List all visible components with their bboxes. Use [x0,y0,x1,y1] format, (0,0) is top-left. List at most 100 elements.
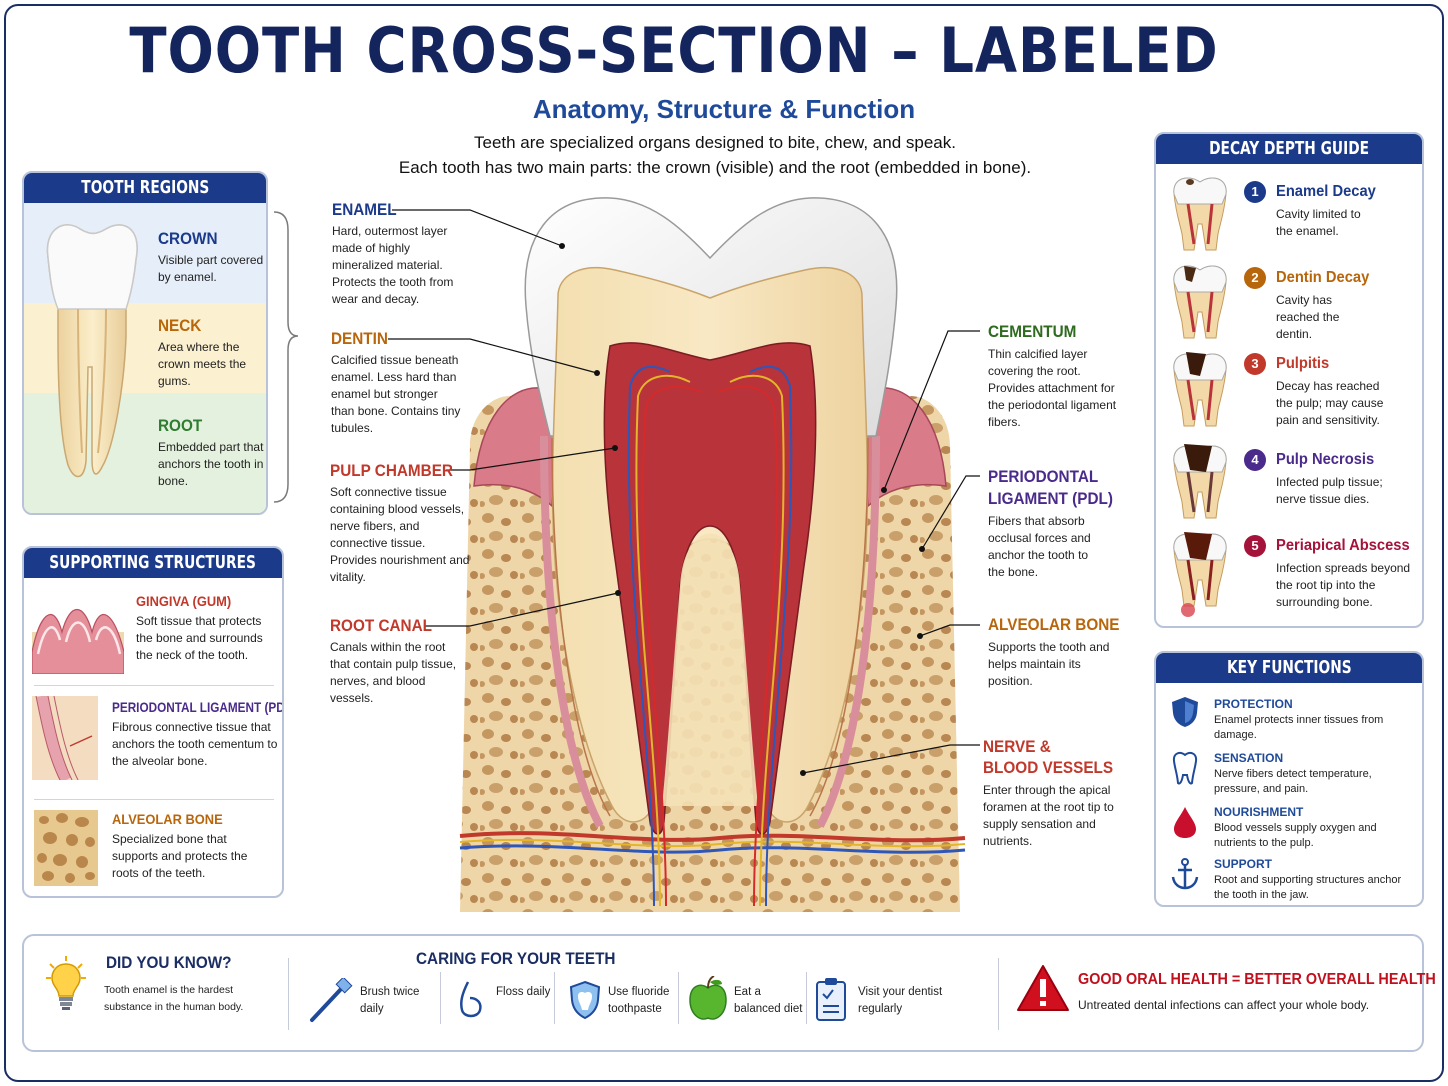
label-title-pdl: PERIODONTAL LIGAMENT (PDL) [988,467,1113,508]
decay-title-4: Pulp Necrosis [1276,451,1375,468]
label-text-dentin: Calcified tissue beneath enamel. Less ha… [331,353,461,435]
decay-depth-panel: DECAY DEPTH GUIDE [1154,132,1424,628]
decay-text-1: Cavity limited to the enamel. [1276,207,1361,238]
decay-text-5: Infection spreads beyond the root tip in… [1276,561,1411,609]
care-text-fluoride: Use fluoride toothpaste [608,986,670,1015]
blood-drop-icon [1174,807,1196,838]
decay-num-4: 4 [1244,449,1266,471]
label-title-dentin: DENTIN [331,329,388,348]
support-divider-2 [34,799,274,800]
function-title-support: SUPPORT [1214,857,1273,871]
label-text-pulp-chamber: Soft connective tissue containing blood … [330,485,470,584]
tooth-icon [1172,752,1198,785]
care-divider-1 [440,972,441,1024]
region-text-neck: Area where the crown meets the gums. [158,340,247,388]
decay-stage-3-icon [1173,352,1227,427]
tooth-regions-heading: TOOTH REGIONS [24,173,266,203]
bottom-divider-1 [288,958,289,1030]
support-text-pdl: Fibrous connective tissue that anchors t… [112,720,278,768]
care-text-diet: Eat a balanced diet [734,986,803,1015]
label-title-nerve-line2: BLOOD VESSELS [983,758,1114,777]
decay-title-5: Periapical Abscess [1276,537,1410,554]
small-tooth-icon [46,224,138,478]
function-title-protection: PROTECTION [1214,697,1293,711]
region-title-crown: CROWN [158,229,218,248]
function-text-support: Root and supporting structures anchor th… [1214,874,1402,901]
alveolar-bone-icon [34,810,98,886]
tooth-cross-section-diagram [459,197,966,912]
function-text-nourishment: Blood vessels supply oxygen and nutrient… [1214,822,1377,849]
decay-num-5: 5 [1244,535,1266,557]
support-title-pdl: PERIODONTAL LIGAMENT (PDL) [112,699,284,715]
shield-icon [1172,697,1198,727]
floss-icon [460,981,482,1018]
label-text-nerves: Enter through the apical foramen at the … [983,783,1114,848]
did-you-know-text: Tooth enamel is the hardest substance in… [104,984,244,1013]
pdl-icon [32,696,98,780]
support-text-gingiva: Soft tissue that protects the bone and s… [136,614,263,662]
key-functions-panel: KEY FUNCTIONS PROTECTION Enamel protects… [1154,651,1424,907]
care-divider-2 [554,972,555,1024]
tooth-regions-panel: TOOTH REGIONS CROWN Visible part covered… [22,171,268,515]
key-functions-heading: KEY FUNCTIONS [1156,653,1422,683]
label-text-alveolar-bone: Supports the tooth and helps maintain it… [988,640,1110,688]
page-title: TOOTH CROSS-SECTION – LABELED [129,14,1219,87]
decay-title-2: Dentin Decay [1276,269,1370,286]
region-title-neck: NECK [158,316,202,335]
region-text-crown: Visible part covered by enamel. [158,253,264,284]
toothbrush-icon [310,978,353,1022]
support-divider-1 [34,685,274,686]
care-text-dentist: Visit your dentist regularly [858,986,943,1015]
label-title-enamel: ENAMEL [332,200,397,219]
bottom-divider-2 [998,958,999,1030]
decay-stage-4-icon [1173,444,1227,519]
clipboard-icon [816,978,846,1021]
decay-text-4: Infected pulp tissue; nerve tissue dies. [1276,475,1383,506]
health-title: GOOD ORAL HEALTH = BETTER OVERALL HEALTH [1078,971,1436,988]
did-you-know-title: DID YOU KNOW? [106,953,232,972]
support-title-bone: ALVEOLAR BONE [112,811,223,827]
decay-num-3: 3 [1244,353,1266,375]
bottom-info-bar: DID YOU KNOW? Tooth enamel is the hardes… [22,934,1436,1052]
intro-line-1: Teeth are specialized organs designed to… [474,133,956,152]
label-title-nerve-line1: NERVE & [983,737,1051,756]
function-title-sensation: SENSATION [1214,751,1284,765]
intro-text: Teeth are specialized organs designed to… [0,130,1430,180]
function-text-protection: Enamel protects inner tissues from damag… [1214,714,1384,741]
decay-stage-5-icon [1173,532,1227,617]
page-subtitle: Anatomy, Structure & Function [532,94,916,124]
label-title-root-canal: ROOT CANAL [330,616,432,635]
region-text-root: Embedded part that anchors the tooth in … [158,440,264,488]
care-divider-4 [806,972,807,1024]
warning-icon [1017,965,1069,1011]
decay-text-3: Decay has reached the pulp; may cause pa… [1276,379,1384,427]
lightbulb-icon [46,956,86,1010]
health-text: Untreated dental infections can affect y… [1078,998,1370,1012]
decay-stage-1-icon [1173,177,1227,251]
support-title-gingiva: GINGIVA (GUM) [136,593,232,609]
decay-depth-heading: DECAY DEPTH GUIDE [1156,134,1422,164]
supporting-structures-heading: SUPPORTING STRUCTURES [24,548,282,578]
decay-title-3: Pulpitis [1276,355,1330,372]
decay-num-1: 1 [1244,181,1266,203]
decay-text-2: Cavity has reached the dentin. [1276,293,1340,341]
label-text-pdl: Fibers that absorb occlusal forces and a… [988,514,1091,579]
function-title-nourishment: NOURISHMENT [1214,805,1304,819]
label-text-root-canal: Canals within the root that contain pulp… [330,640,457,705]
region-title-root: ROOT [158,416,203,435]
anchor-icon [1171,858,1199,890]
label-title-cementum: CEMENTUM [988,322,1077,341]
label-title-alveolar-bone: ALVEOLAR BONE [988,615,1120,634]
caring-title: CARING FOR YOUR TEETH [416,949,616,968]
decay-num-2: 2 [1244,267,1266,289]
support-text-bone: Specialized bone that supports and prote… [112,832,248,880]
label-title-pulp-chamber: PULP CHAMBER [330,461,453,480]
intro-line-2: Each tooth has two main parts: the crown… [398,158,1032,177]
label-text-enamel: Hard, outermost layer made of highly min… [332,224,454,306]
function-text-sensation: Nerve fibers detect temperature, pressur… [1214,768,1372,795]
page-frame [4,4,1444,1082]
care-text-floss: Floss daily [496,986,551,998]
apple-icon [689,976,727,1020]
decay-stage-icons [1173,177,1227,617]
decay-stage-2-icon [1173,265,1227,339]
